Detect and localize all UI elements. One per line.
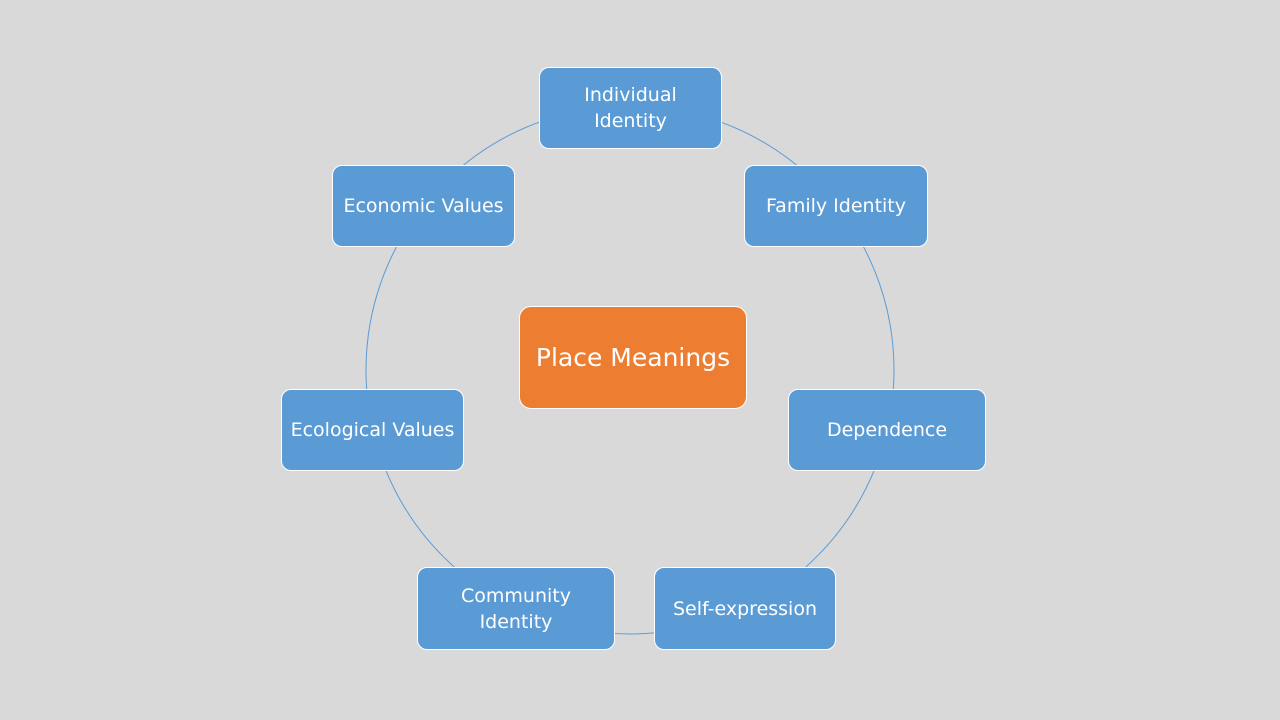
node-self-expression: Self-expression — [654, 567, 836, 650]
center-node-place-meanings: Place Meanings — [519, 306, 747, 409]
center-label: Place Meanings — [535, 342, 731, 372]
node-individual-identity: Individual Identity — [539, 67, 722, 149]
node-label: Community Identity — [461, 584, 571, 633]
node-community-identity: Community Identity — [417, 567, 615, 650]
node-label: Economic Values — [343, 195, 504, 217]
node-family-identity: Family Identity — [744, 165, 928, 247]
node-label: Individual Identity — [584, 84, 677, 132]
node-label: Self-expression — [672, 597, 818, 620]
node-label: Ecological Values — [290, 419, 455, 441]
node-label: Dependence — [826, 419, 948, 441]
node-economic-values: Economic Values — [332, 165, 515, 247]
node-ecological-values: Ecological Values — [281, 389, 464, 471]
node-dependence: Dependence — [788, 389, 986, 471]
node-label: Family Identity — [766, 195, 906, 217]
